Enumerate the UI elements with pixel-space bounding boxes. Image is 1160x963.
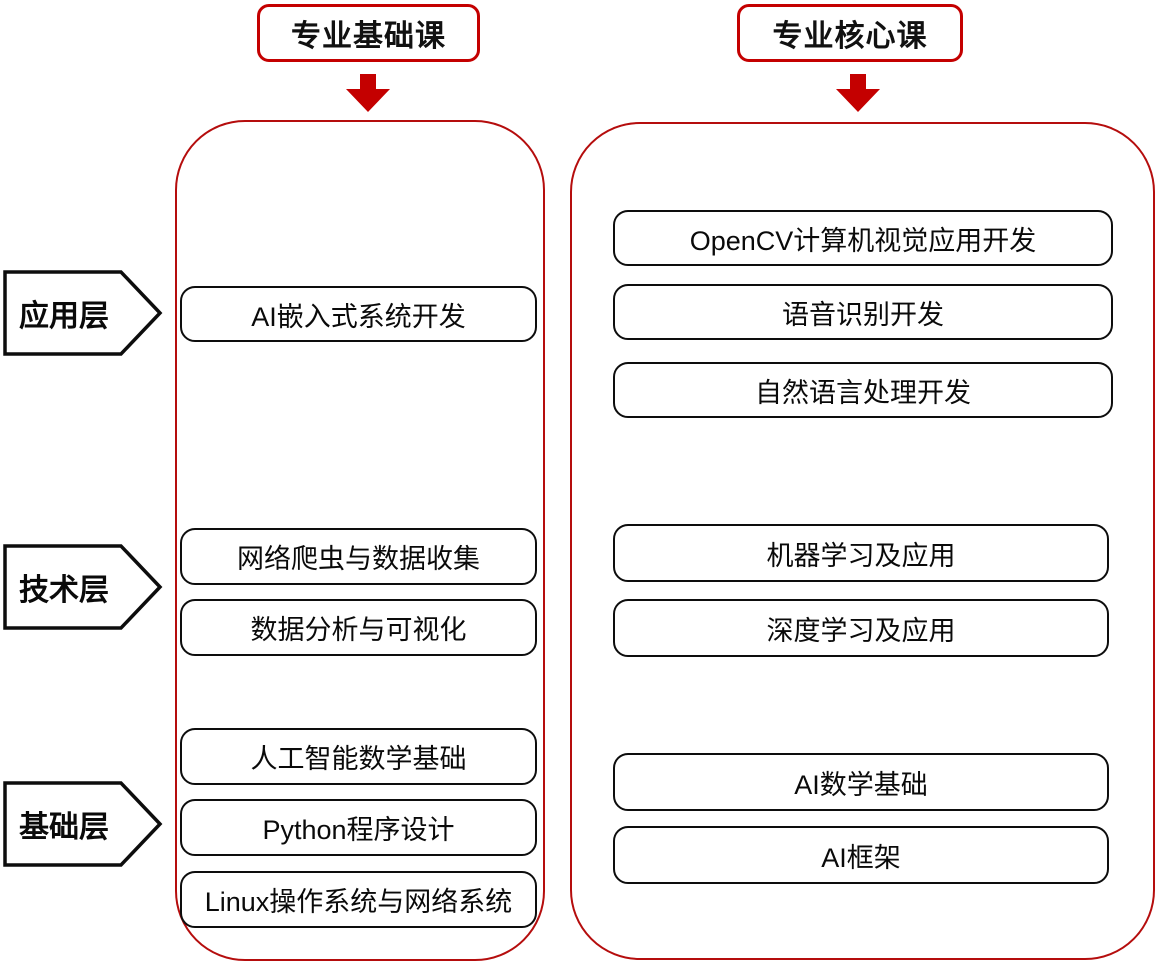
course-box-linux: Linux操作系统与网络系统 (180, 871, 537, 928)
course-box-web-crawler: 网络爬虫与数据收集 (180, 528, 537, 585)
layer-label: 技术层 (19, 574, 109, 607)
down-arrow-icon (836, 74, 880, 112)
layer-foundation: 基础层 (3, 781, 163, 867)
course-box-ai-embedded: AI嵌入式系统开发 (180, 286, 537, 342)
course-box-opencv: OpenCV计算机视觉应用开发 (613, 210, 1113, 266)
course-box-data-analysis: 数据分析与可视化 (180, 599, 537, 656)
header-basic-courses: 专业基础课 (257, 4, 480, 62)
course-box-ai-math-core: AI数学基础 (613, 753, 1109, 811)
down-arrow-icon (346, 74, 390, 112)
layer-label: 基础层 (19, 811, 109, 844)
course-box-ai-math: 人工智能数学基础 (180, 728, 537, 785)
course-box-ai-framework: AI框架 (613, 826, 1109, 884)
course-box-machine-learning: 机器学习及应用 (613, 524, 1109, 582)
pentagon-arrow-icon (3, 544, 163, 630)
layer-label: 应用层 (19, 300, 109, 333)
course-box-nlp: 自然语言处理开发 (613, 362, 1113, 418)
course-box-speech-recognition: 语音识别开发 (613, 284, 1113, 340)
layer-technical: 技术层 (3, 544, 163, 630)
layer-application: 应用层 (3, 270, 163, 356)
pentagon-arrow-icon (3, 781, 163, 867)
pentagon-arrow-icon (3, 270, 163, 356)
course-box-python: Python程序设计 (180, 799, 537, 856)
course-box-deep-learning: 深度学习及应用 (613, 599, 1109, 657)
header-core-courses: 专业核心课 (737, 4, 963, 62)
